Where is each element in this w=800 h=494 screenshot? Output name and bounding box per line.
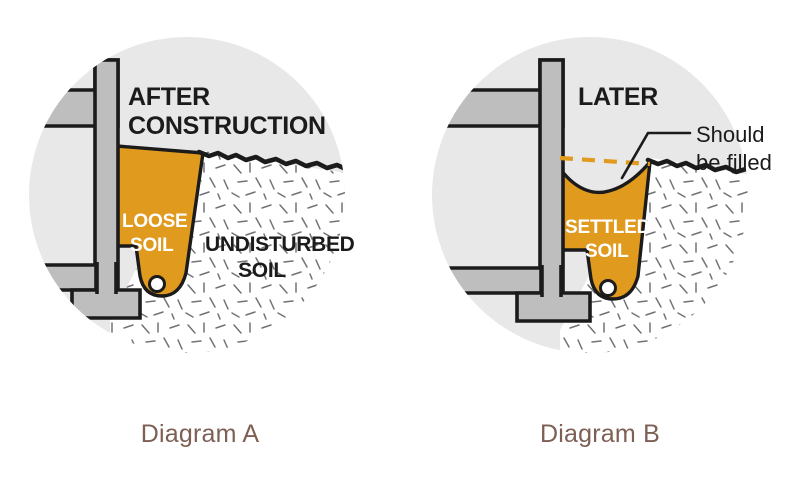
diagram-a-scene: AFTER CONSTRUCTION LOOSE SOIL UNDISTURBE…	[29, 37, 355, 353]
basement-floor-slab	[29, 263, 98, 292]
loose-soil-label-line1: LOOSE	[122, 211, 188, 232]
settled-soil-label-line1: SETTLED	[565, 217, 650, 238]
callout-label-line1: Should	[696, 122, 765, 147]
spread-footing	[70, 288, 142, 320]
loose-backfill-wedge	[115, 144, 205, 298]
dashed-original-grade-line	[559, 155, 651, 167]
settled-backfill-wedge	[559, 160, 652, 301]
undisturbed-soil-label-line1: UNDISTURBED	[205, 233, 355, 256]
spread-footing	[515, 291, 592, 323]
drain-pipe-icon	[599, 279, 617, 297]
undisturbed-soil-label-line2: SOIL	[238, 259, 286, 282]
diagram-a-caption: Diagram A	[140, 420, 260, 448]
diagram-b-panel: LATER Should be filled SETTLED SOIL Diag…	[400, 0, 800, 494]
concrete-structure	[438, 58, 592, 323]
loose-soil-label-line2: SOIL	[130, 235, 174, 256]
diagram-a-panel: AFTER CONSTRUCTION LOOSE SOIL UNDISTURBE…	[29, 37, 355, 448]
callout-leader-line	[620, 131, 692, 180]
undisturbed-grade-line	[196, 149, 345, 175]
diagram-b-caption: Diagram B	[540, 420, 660, 448]
diagram-b-scene: LATER Should be filled SETTLED SOIL	[432, 37, 772, 353]
basement-floor-slab	[438, 266, 543, 295]
undisturbed-grade-line	[645, 157, 748, 179]
diagram-b-heading-line1: LATER	[578, 83, 658, 111]
diagram-a-heading-line2: CONSTRUCTION	[128, 112, 326, 140]
foundation-wall	[93, 58, 120, 292]
settled-soil-label-line2: SOIL	[585, 241, 629, 262]
drain-pipe-icon	[148, 275, 166, 293]
callout-label-line2: be filled	[696, 150, 772, 175]
foundation-wall	[538, 58, 565, 297]
diagram-a-heading-line1: AFTER	[128, 83, 210, 111]
